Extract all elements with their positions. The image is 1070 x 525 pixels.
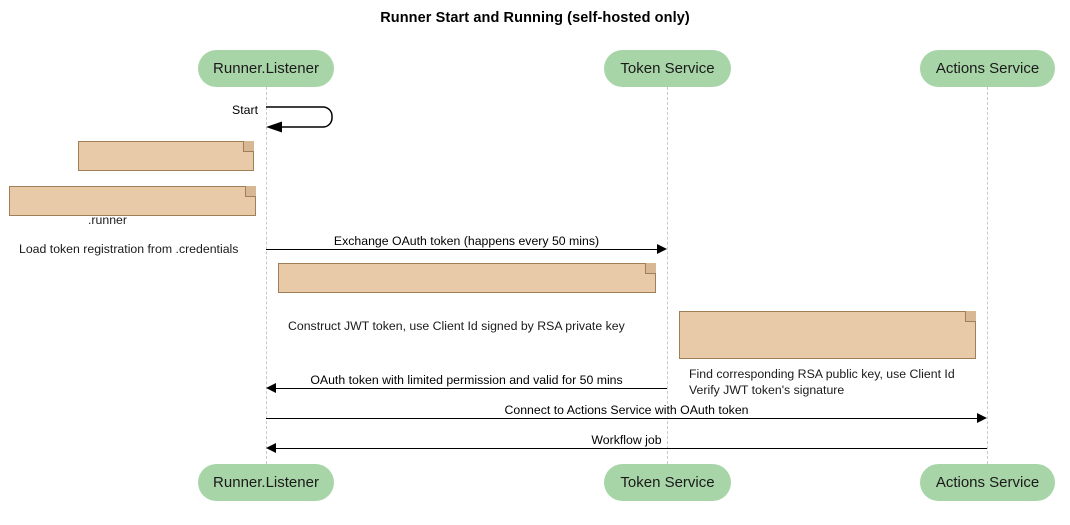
note-verify-jwt: Find corresponding RSA public key, use C… xyxy=(679,311,976,397)
message-line-workflow-job xyxy=(276,448,987,449)
participant-label: Token Service xyxy=(620,474,715,491)
lifeline-runner xyxy=(266,87,267,464)
note-fold-corner-icon xyxy=(245,186,256,197)
self-message-arrow-start xyxy=(266,105,346,135)
lifeline-actions-service xyxy=(987,87,988,464)
note-text: Load token registration from .credential… xyxy=(19,242,239,256)
message-line-oauth-token-response xyxy=(276,388,667,389)
participant-runner-listener-bottom[interactable]: Runner.Listener xyxy=(198,464,334,501)
note-construct-jwt: Construct JWT token, use Client Id signe… xyxy=(278,263,656,333)
participant-label: Token Service xyxy=(620,60,715,77)
note-fold-corner-icon xyxy=(645,263,656,274)
message-label-workflow-job: Workflow job xyxy=(591,433,662,447)
lifeline-token-service xyxy=(667,87,668,464)
message-label-oauth-token-response: OAuth token with limited permission and … xyxy=(310,373,623,387)
message-arrowhead-connect-actions-service xyxy=(977,412,987,423)
participant-actions-service-bottom[interactable]: Actions Service xyxy=(920,464,1055,501)
participant-label: Runner.Listener xyxy=(213,60,319,77)
participant-label: Runner.Listener xyxy=(213,474,319,491)
note-fold-corner-icon xyxy=(965,311,976,322)
diagram-title: Runner Start and Running (self-hosted on… xyxy=(380,10,690,26)
message-line-connect-actions-service xyxy=(266,418,977,419)
participant-actions-service-top[interactable]: Actions Service xyxy=(920,50,1055,87)
participant-label: Actions Service xyxy=(935,60,1040,77)
message-arrowhead-exchange-oauth-token xyxy=(657,243,667,254)
message-arrowhead-workflow-job xyxy=(266,442,276,453)
participant-label: Actions Service xyxy=(935,474,1040,491)
note-text: Construct JWT token, use Client Id signe… xyxy=(288,319,625,333)
self-message-label-start: Start xyxy=(232,103,258,117)
participant-token-service-top[interactable]: Token Service xyxy=(604,50,731,87)
participant-runner-listener-top[interactable]: Runner.Listener xyxy=(198,50,334,87)
message-label-connect-actions-service: Connect to Actions Service with OAuth to… xyxy=(504,403,749,417)
message-arrowhead-oauth-token-response xyxy=(266,382,276,393)
participant-token-service-bottom[interactable]: Token Service xyxy=(604,464,731,501)
message-label-exchange-oauth-token: Exchange OAuth token (happens every 50 m… xyxy=(333,234,600,248)
message-line-exchange-oauth-token xyxy=(266,249,657,250)
note-load-token-registration: Load token registration from .credential… xyxy=(9,186,256,256)
note-fold-corner-icon xyxy=(243,141,254,152)
note-load-config: Load config info from .runner xyxy=(78,141,254,227)
note-text: Find corresponding RSA public key, use C… xyxy=(689,367,955,397)
